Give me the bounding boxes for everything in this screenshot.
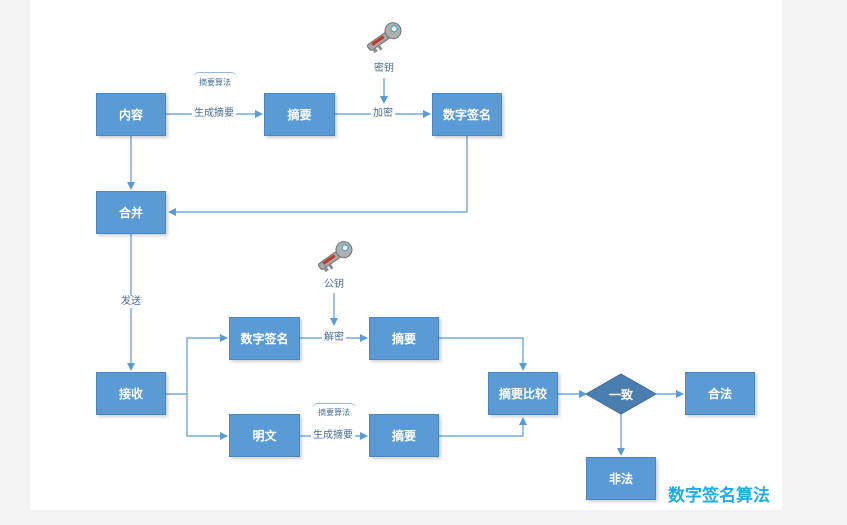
node-digest-decrypted: 摘要: [369, 317, 439, 360]
private-key-icon: [367, 22, 402, 54]
note-digest-algorithm-top: 摘要算法: [199, 78, 231, 87]
public-key-label: 公钥: [322, 279, 346, 291]
label-encrypt: 加密: [371, 108, 395, 120]
label-generate-digest-bottom: 生成摘要: [311, 430, 355, 442]
node-compare: 摘要比较: [488, 372, 558, 415]
private-key-label: 密钥: [372, 63, 396, 75]
node-merge: 合并: [96, 191, 166, 234]
label-decrypt: 解密: [322, 332, 346, 344]
decision-diamond: [584, 373, 658, 415]
edge-decrypted-to-compare: [439, 337, 527, 371]
label-send: 发送: [119, 296, 143, 308]
node-valid: 合法: [685, 372, 755, 415]
node-receive: 接收: [96, 372, 166, 415]
node-plaintext: 明文: [229, 414, 300, 457]
diagram-title: 数字签名算法: [668, 486, 770, 506]
edge-generated-to-compare: [439, 417, 527, 437]
edge-receive-to-signature: [186, 334, 228, 394]
node-signature-bottom: 数字签名: [229, 317, 300, 360]
node-digest-generated: 摘要: [369, 414, 439, 457]
edge-receive-to-plaintext: [186, 394, 228, 440]
brace-top: [193, 72, 237, 85]
brace-bottom: [312, 403, 356, 416]
edge-signature-to-merge: [168, 136, 468, 216]
public-key-icon: [318, 241, 353, 273]
note-digest-algorithm-bottom: 摘要算法: [318, 408, 350, 417]
node-invalid: 非法: [586, 457, 656, 500]
node-content: 内容: [96, 93, 166, 136]
node-digest-top: 摘要: [264, 93, 335, 136]
node-signature-top: 数字签名: [432, 93, 502, 136]
label-generate-digest-top: 生成摘要: [192, 108, 236, 120]
node-decision-label: 一致: [609, 388, 634, 402]
